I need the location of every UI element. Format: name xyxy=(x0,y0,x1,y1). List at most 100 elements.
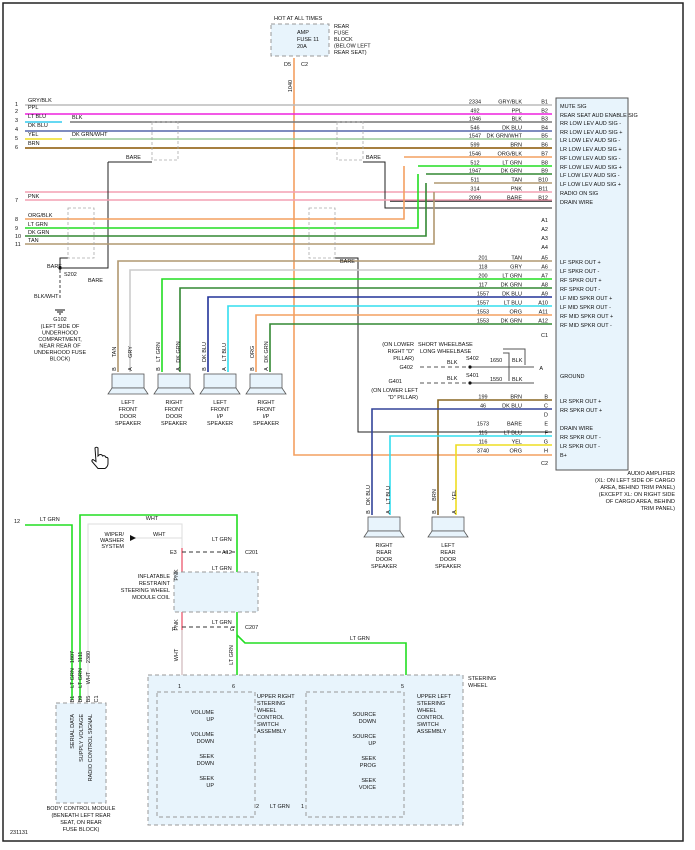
bcm-pin: B5 xyxy=(86,696,92,703)
bcm-circuit-number: 1111 xyxy=(78,651,84,662)
wire-color-label: DK BLU xyxy=(502,126,522,132)
twisted-pair-shield xyxy=(308,207,336,259)
input-wire-10 xyxy=(25,183,427,237)
amplifier-location: TRIM PANEL) xyxy=(641,506,676,512)
speaker-body xyxy=(157,373,191,389)
speaker-name: DOOR xyxy=(376,557,393,563)
speaker-name: SPEAKER xyxy=(371,564,397,570)
input-wire-color: DK BLU xyxy=(28,123,48,129)
input-number-2: 2 xyxy=(15,109,18,115)
button-label: SOURCE xyxy=(352,734,376,740)
amp-signal-label: RF LOW LEV AUD SIG - xyxy=(560,156,621,162)
wire-color-label: DK GRN/WHT xyxy=(487,134,523,140)
input-wire-color: TAN xyxy=(28,238,39,244)
speaker-cone xyxy=(245,387,287,395)
amp-signal-label: RF LOW LEV AUD SIG + xyxy=(560,165,622,171)
speaker-name: FRONT xyxy=(165,407,185,413)
fuse-block-header: HOT AT ALL TIMES xyxy=(274,16,323,22)
drain-wire-e xyxy=(335,257,552,433)
upper-right-switch-label: UPPER RIGHT xyxy=(257,694,295,700)
input-wire-color: GRY/BLK xyxy=(28,98,52,104)
input-wire-color: LT GRN xyxy=(40,517,60,523)
fuse-circuit-number: 1040 xyxy=(288,80,294,92)
steering-wheel-label: STEERING xyxy=(468,676,496,682)
input-number-6: 6 xyxy=(15,145,18,151)
input-number-3: 3 xyxy=(15,118,18,124)
wire-rr-spkr-minus xyxy=(389,435,552,515)
amp-pin-A7: A7 xyxy=(541,274,548,280)
wire-color-label: DK GRN xyxy=(501,319,522,325)
circuit-number: 2334 xyxy=(469,100,481,106)
twisted-pair-shield xyxy=(67,207,95,259)
amp-signal-label: RF MID SPKR OUT - xyxy=(560,323,612,329)
wire-color-label: ORG/BLK xyxy=(498,152,523,158)
drain-wire-label: BARE xyxy=(366,155,381,161)
speaker-wire-color: DK GRN xyxy=(264,341,270,362)
speaker-wire-color: LT BLU xyxy=(386,486,392,504)
fuse-rating-label: FUSE 11 xyxy=(297,37,319,43)
circuit-number: 2099 xyxy=(469,196,481,202)
amp-pin-A9: A9 xyxy=(541,292,548,298)
g401-location: (ON LOWER LEFT xyxy=(371,388,418,394)
joined-wire-label: BLK xyxy=(72,115,83,121)
amp-pin-B8: B8 xyxy=(541,161,548,167)
circuit-number: 1547 xyxy=(469,134,481,140)
amp-pin-A3: A3 xyxy=(541,236,548,242)
bcm-signal: SUPPLY VOLTAGE xyxy=(79,714,85,762)
amplifier-location: (EXCEPT XL: ON RIGHT SIDE xyxy=(599,492,676,498)
speaker-body xyxy=(249,373,283,389)
pin-6: 6 xyxy=(232,684,235,690)
input-number-9: 9 xyxy=(15,226,18,232)
upper-left-switch-box xyxy=(305,691,405,818)
lt-grn-label: LT GRN xyxy=(212,566,232,572)
fuse-rating-label: AMP xyxy=(297,30,309,36)
input-number-8: 8 xyxy=(15,217,18,223)
speaker-name: DOOR xyxy=(120,414,137,420)
splice-s401 xyxy=(468,381,472,385)
speaker-name: LEFT xyxy=(441,543,455,549)
amp-signal-label: LF LOW LEV AUD SIG - xyxy=(560,173,620,179)
speaker-body xyxy=(203,373,237,389)
amp-pin-B10: B10 xyxy=(538,178,548,184)
speaker-name: FRONT xyxy=(119,407,139,413)
speaker-pin-b: B xyxy=(366,510,372,514)
amplifier-location: OF CARGO AREA, BEHIND xyxy=(606,499,675,505)
speaker-name: LEFT xyxy=(121,400,135,406)
button-label: SOURCE xyxy=(352,712,376,718)
wire-color-label: TAN xyxy=(511,178,522,184)
wire-rr-spkr-plus xyxy=(371,408,552,515)
input-wire-color: PPL xyxy=(28,105,38,111)
speaker-pin-a: A xyxy=(222,367,228,371)
wire-color-label: LT GRN xyxy=(502,161,522,167)
speaker-pin-b: B xyxy=(250,367,256,371)
speaker-body xyxy=(431,516,465,532)
amp-signal-label: REAR SEAT AUD ENABLE SIG xyxy=(560,113,638,119)
fuse-block-location: (BELOW LEFT xyxy=(334,44,371,50)
drain-wire-label: BARE xyxy=(126,155,141,161)
circuit-number: 118 xyxy=(479,265,488,271)
bcm-wire-color: LT GRN xyxy=(70,668,76,688)
button-label: DOWN xyxy=(359,719,376,725)
pnk-wire-label: PNK xyxy=(174,569,180,581)
upper-right-switch-box xyxy=(156,691,256,818)
circuit-number: 1946 xyxy=(469,117,481,123)
circuit-number: 46 xyxy=(480,404,486,410)
circuit-number: 1546 xyxy=(469,152,481,158)
speaker-pin-a: A xyxy=(264,367,270,371)
amp-signal-label: LR LOW LEV AUD SIG + xyxy=(560,147,622,153)
amp-pin-A8: A8 xyxy=(541,283,548,289)
amp-pin-B6: B6 xyxy=(541,143,548,149)
lt-grn-label: LT GRN xyxy=(212,537,232,543)
bcm-pin: C1 xyxy=(94,695,100,702)
long-wheelbase-label: LONG WHEELBASE xyxy=(420,349,472,355)
drain-wire-label: BARE xyxy=(47,264,62,270)
wire-color-label: LT BLU xyxy=(504,431,522,437)
input-wire-color: DK GRN xyxy=(28,230,49,236)
lt-grn-label: LT GRN xyxy=(229,645,235,665)
wire-color-label: LT GRN xyxy=(502,274,522,280)
drain-wire xyxy=(59,257,68,270)
wire-lr-spkr-minus xyxy=(455,444,552,515)
wire-color-label: GRY/BLK xyxy=(498,100,522,106)
ground-location: COMPARTMENT, xyxy=(38,337,82,343)
